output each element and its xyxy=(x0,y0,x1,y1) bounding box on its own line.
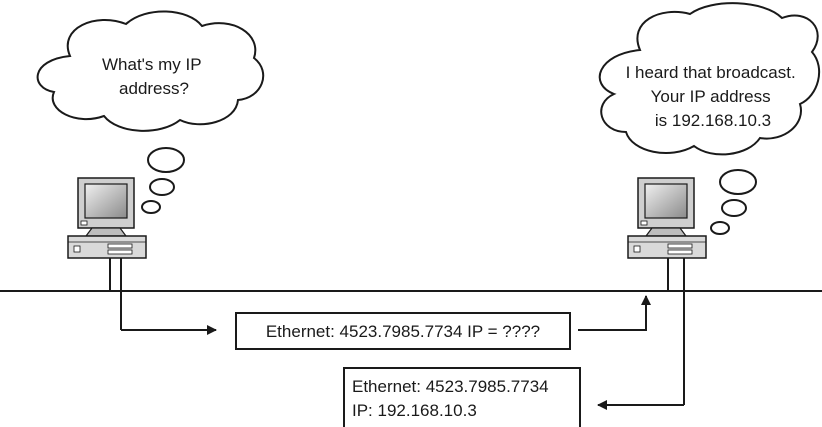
left-thought-line-2: address? xyxy=(119,79,189,98)
reply-frame-line-1: Ethernet: 4523.7985.7734 xyxy=(352,377,549,396)
right-thought-line-2: Your IP address xyxy=(651,87,771,106)
svg-text:Ethernet: 4523.7985.7734: Ethernet: 4523.7985.7734 IP: 192.168.10.… xyxy=(352,377,553,420)
request-frame-box: Ethernet: 4523.7985.7734 IP = ???? xyxy=(235,312,571,350)
request-arrow-in xyxy=(578,295,651,331)
right-thought-line-1: I heard that broadcast. xyxy=(626,63,796,82)
reply-frame-line-2: IP: 192.168.10.3 xyxy=(352,401,477,420)
left-thought-bubbles xyxy=(141,147,185,214)
right-thought-bubbles xyxy=(710,169,757,235)
left-computer-icon xyxy=(67,177,147,259)
request-frame-text: Ethernet: 4523.7985.7734 IP = ???? xyxy=(266,322,540,341)
right-computer-icon xyxy=(627,177,707,259)
left-thought-cloud: What's my IP address? xyxy=(36,10,265,132)
reply-frame-box: Ethernet: 4523.7985.7734 IP: 192.168.10.… xyxy=(343,367,581,427)
svg-text:What's my IP address?: What's my IP address? xyxy=(102,55,206,98)
right-thought-cloud: I heard that broadcast. Your IP address … xyxy=(598,2,821,156)
left-thought-line-1: What's my IP xyxy=(102,55,201,74)
right-thought-line-3: is 192.168.10.3 xyxy=(655,111,771,130)
svg-text:I heard that broadcast.: I heard that broadcast. Your IP address … xyxy=(626,63,801,130)
